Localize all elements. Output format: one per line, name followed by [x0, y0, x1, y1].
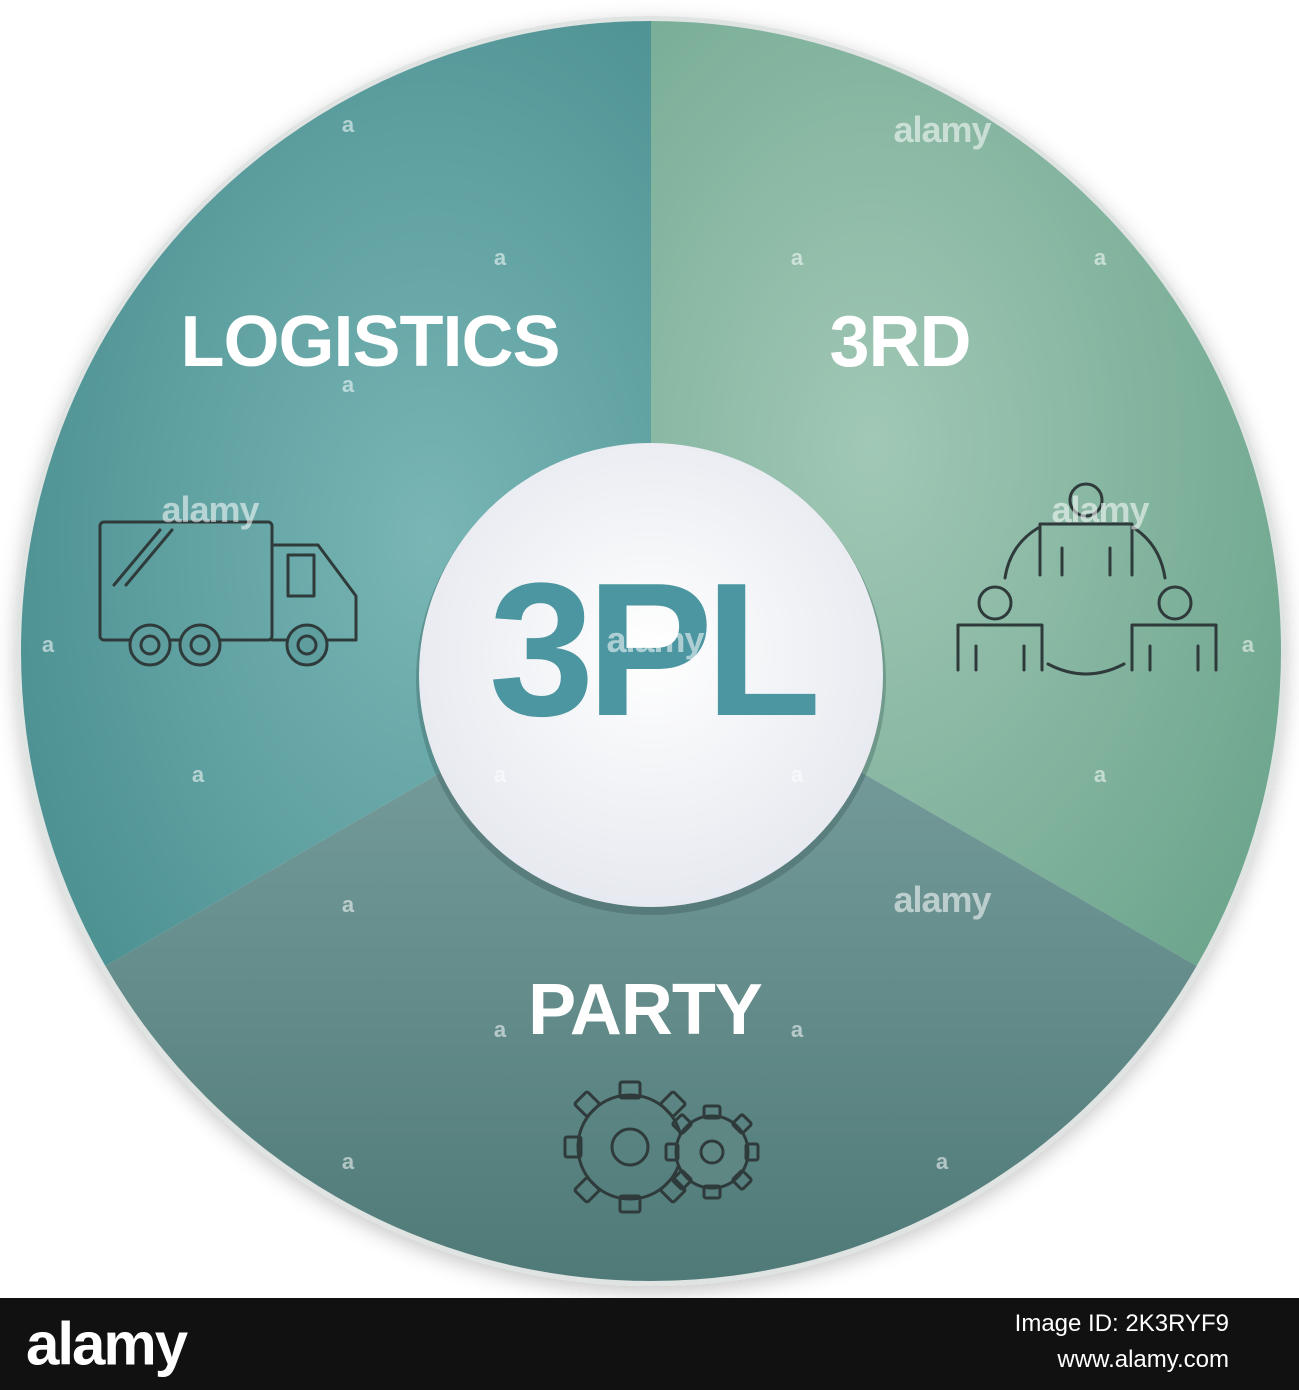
- team-network-icon: [956, 482, 1218, 676]
- watermark: alamy: [893, 109, 991, 150]
- watermark-small: a: [341, 372, 355, 397]
- watermark-small: a: [493, 245, 507, 270]
- diagram-3pl: LOGISTICS 3RD PARTY 3PL alamy alamy alam…: [16, 16, 1286, 1286]
- center-circle: [419, 443, 883, 907]
- watermark-small: a: [191, 762, 205, 787]
- segment-label-party: PARTY: [528, 970, 763, 1050]
- image-id-text: Image ID: 2K3RYF9: [1014, 1310, 1229, 1337]
- watermark-small: a: [341, 1149, 355, 1174]
- watermark-small: a: [790, 762, 804, 787]
- watermark-small: a: [341, 892, 355, 917]
- watermark-small: a: [1093, 245, 1107, 270]
- watermark-small: a: [493, 1017, 507, 1042]
- segment-label-logistics: LOGISTICS: [180, 302, 560, 382]
- watermark-small: a: [935, 1149, 949, 1174]
- watermark: alamy: [1051, 489, 1149, 530]
- footer-url-link[interactable]: www.alamy.com: [1057, 1346, 1229, 1373]
- segment-party: [105, 651, 1197, 1282]
- watermark-small: a: [1241, 632, 1255, 657]
- watermark-small: a: [341, 112, 355, 137]
- watermark: alamy: [893, 879, 991, 920]
- watermark-small: a: [493, 762, 507, 787]
- footer-logo[interactable]: alamy: [26, 1310, 188, 1378]
- watermark-small: a: [790, 1017, 804, 1042]
- gears-icon: [563, 1080, 760, 1214]
- footer-bar: alamy Image ID: 2K3RYF9 www.alamy.com: [0, 1298, 1299, 1390]
- truck-icon: [98, 520, 358, 667]
- watermark: alamy: [161, 489, 259, 530]
- watermark-small: a: [41, 632, 55, 657]
- diagram-canvas: [16, 16, 1286, 1286]
- watermark-small: a: [790, 245, 804, 270]
- watermark: alamy: [606, 619, 704, 660]
- watermark-small: a: [1093, 762, 1107, 787]
- segment-label-3rd: 3RD: [829, 302, 971, 382]
- center-label: 3PL: [488, 544, 821, 756]
